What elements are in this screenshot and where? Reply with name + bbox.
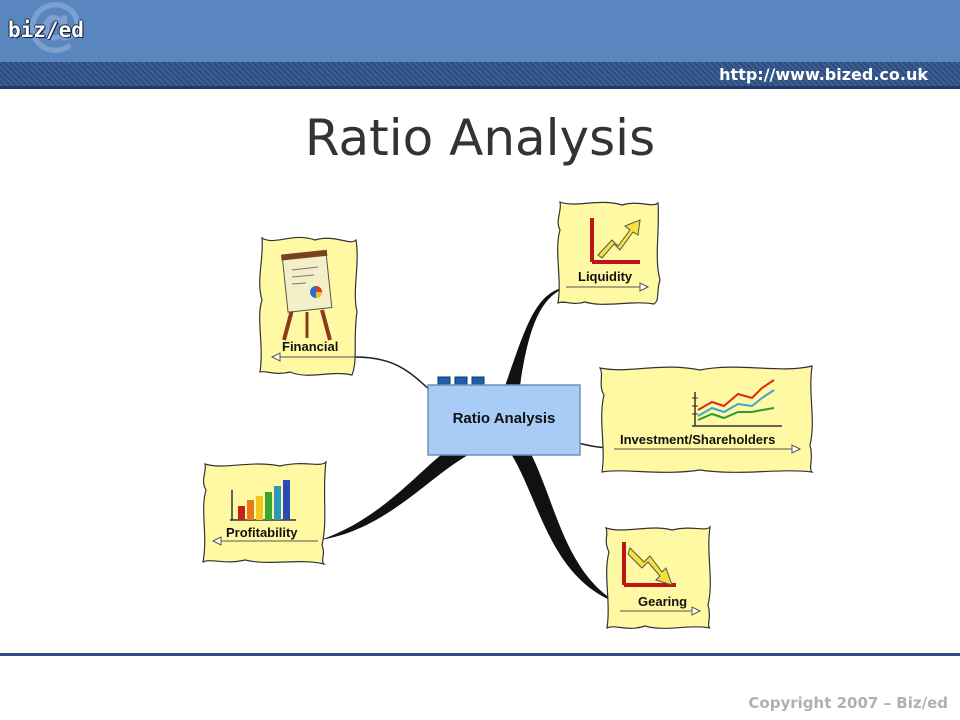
liquidity-label: Liquidity xyxy=(578,269,633,284)
branch-liquidity[interactable]: Liquidity xyxy=(558,202,660,304)
investment-label: Investment/Shareholders xyxy=(620,432,775,447)
investment-card xyxy=(600,366,812,472)
connector-financial xyxy=(355,357,432,392)
profitability-label: Profitability xyxy=(226,525,298,540)
connector-profitability xyxy=(320,452,468,540)
financial-label: Financial xyxy=(282,339,338,354)
branch-investment[interactable]: Investment/Shareholders xyxy=(600,366,812,472)
branch-financial[interactable]: Financial xyxy=(260,237,357,375)
gearing-label: Gearing xyxy=(638,594,687,609)
connector-gearing xyxy=(510,452,620,604)
footer-rule xyxy=(0,653,960,656)
profitability-card xyxy=(203,462,326,564)
copyright-text: Copyright 2007 – Biz/ed xyxy=(748,694,948,712)
center-node[interactable]: Ratio Analysis xyxy=(428,377,580,455)
branch-gearing[interactable]: Gearing xyxy=(606,527,710,628)
branch-profitability[interactable]: Profitability xyxy=(203,462,326,564)
center-label: Ratio Analysis xyxy=(453,410,556,427)
